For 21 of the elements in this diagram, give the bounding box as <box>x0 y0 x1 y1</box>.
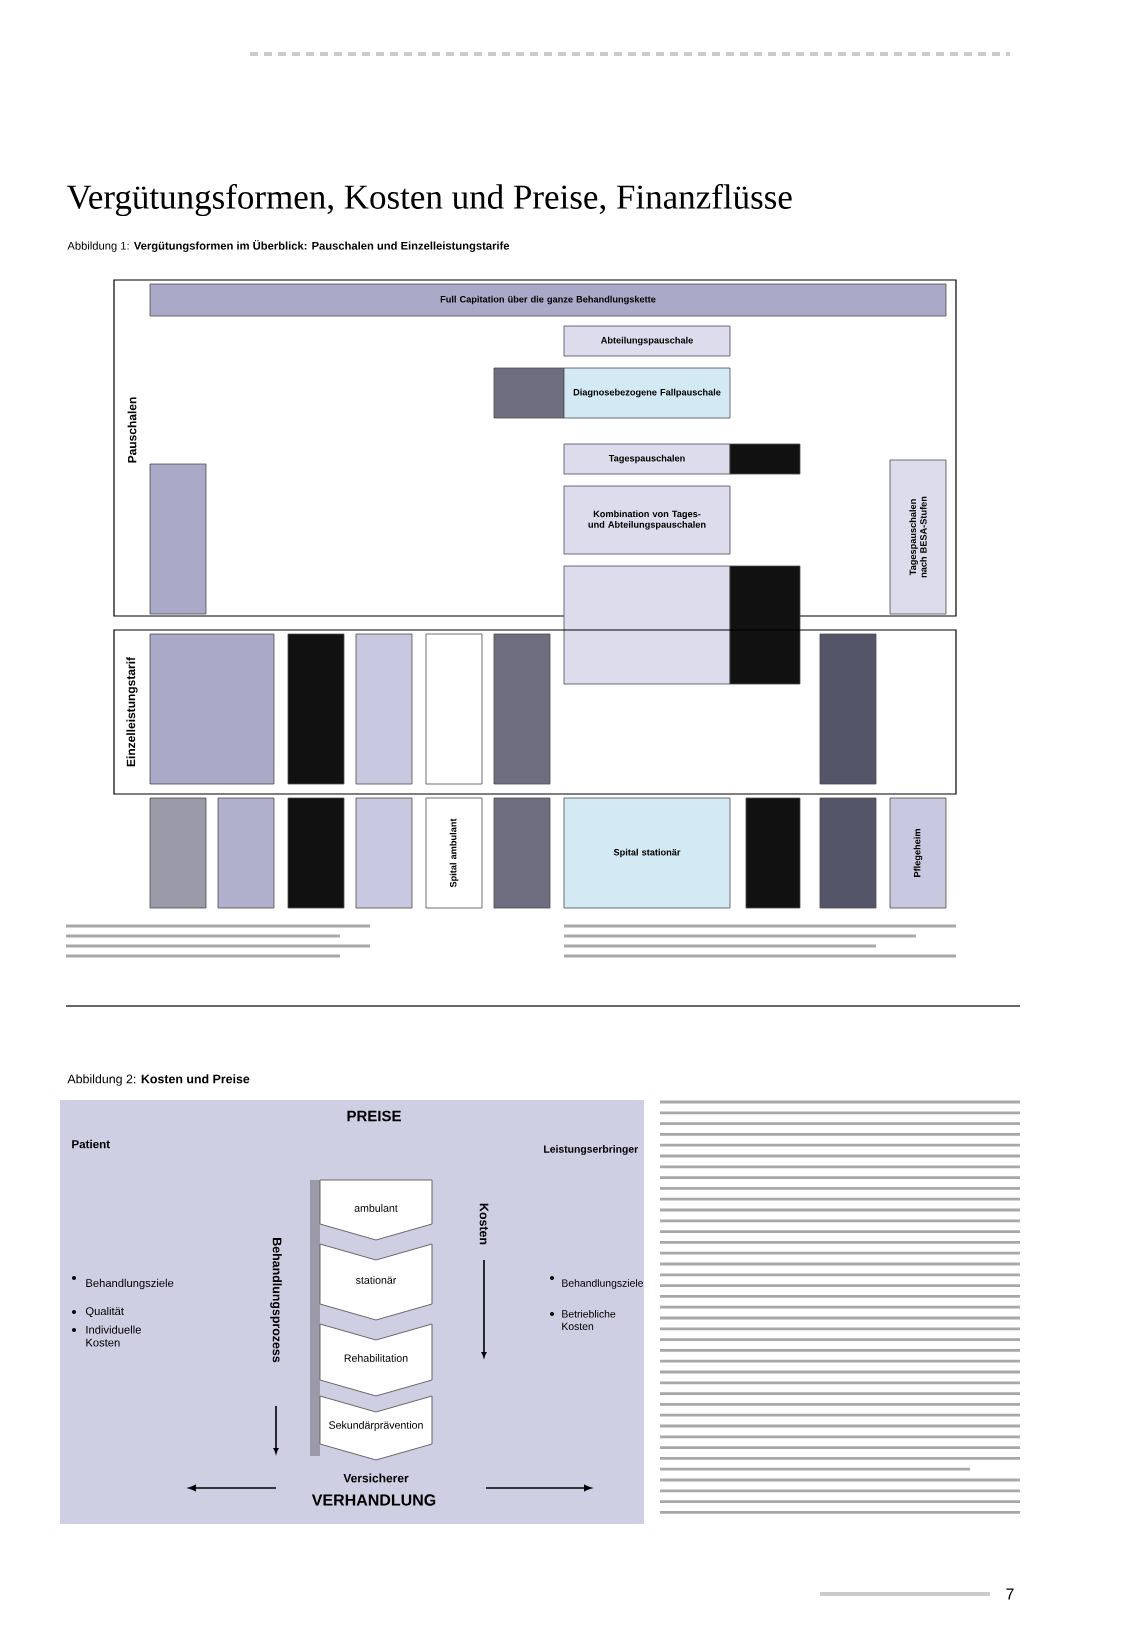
filled-box <box>729 565 801 685</box>
filled-box <box>425 633 483 785</box>
filled-box <box>287 797 345 909</box>
filled-box <box>729 443 801 475</box>
filled-box <box>493 633 551 785</box>
filled-box <box>149 463 207 615</box>
filled-box <box>493 797 551 909</box>
filled-box <box>355 633 413 785</box>
filled-box <box>563 565 731 685</box>
filled-box <box>355 797 413 909</box>
filled-box <box>149 797 207 909</box>
filled-box <box>149 633 275 785</box>
filled-box <box>819 797 877 909</box>
filled-box <box>287 633 345 785</box>
filled-box <box>493 367 565 419</box>
filled-box <box>819 633 877 785</box>
page-number: 7 <box>1006 1588 1014 1600</box>
filled-box <box>745 797 801 909</box>
heading: VERHANDLUNG <box>311 1494 436 1506</box>
filled-box <box>217 797 275 909</box>
page-title: Vergütungsformen, Kosten und Preise, Finanzflüsse <box>66 183 792 217</box>
